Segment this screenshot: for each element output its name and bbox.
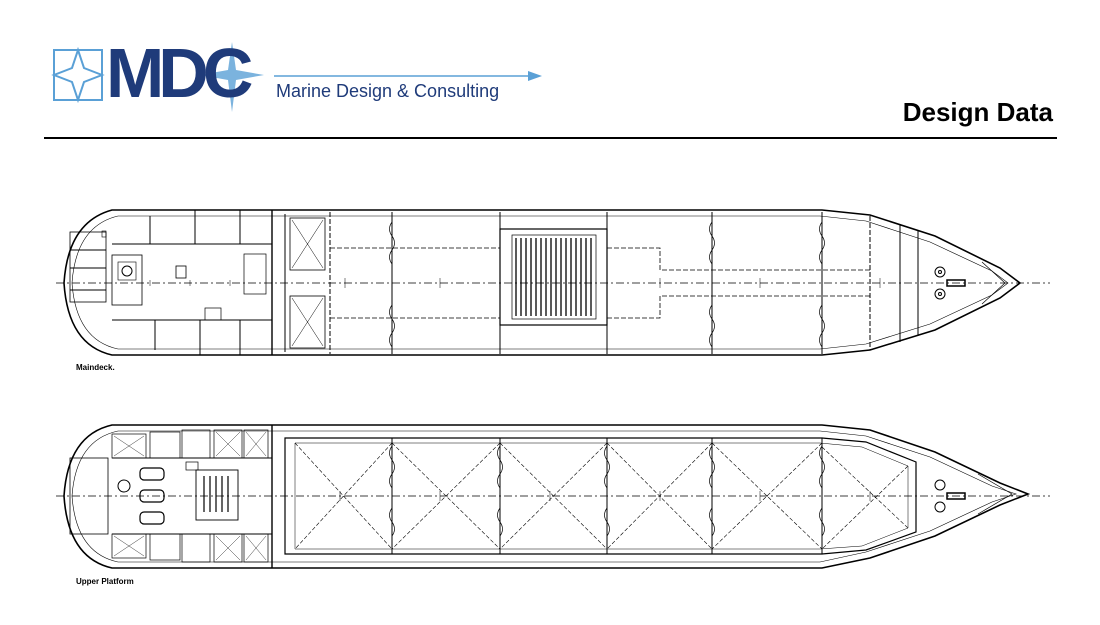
upper-platform-caption: Upper Platform [76,577,134,586]
upper-platform-plan [56,424,1050,569]
logo-wordmark: MDC [106,34,253,112]
mdc-logo: MDC Marine Design & Consulting [50,34,550,115]
page-title: Design Data [902,97,1053,127]
main-deck-caption: Maindeck. [76,363,115,372]
logo-subtitle: Marine Design & Consulting [276,81,500,101]
main-deck-plan [56,209,1050,356]
header-divider [44,137,1057,139]
compass-rose-icon [51,42,542,112]
